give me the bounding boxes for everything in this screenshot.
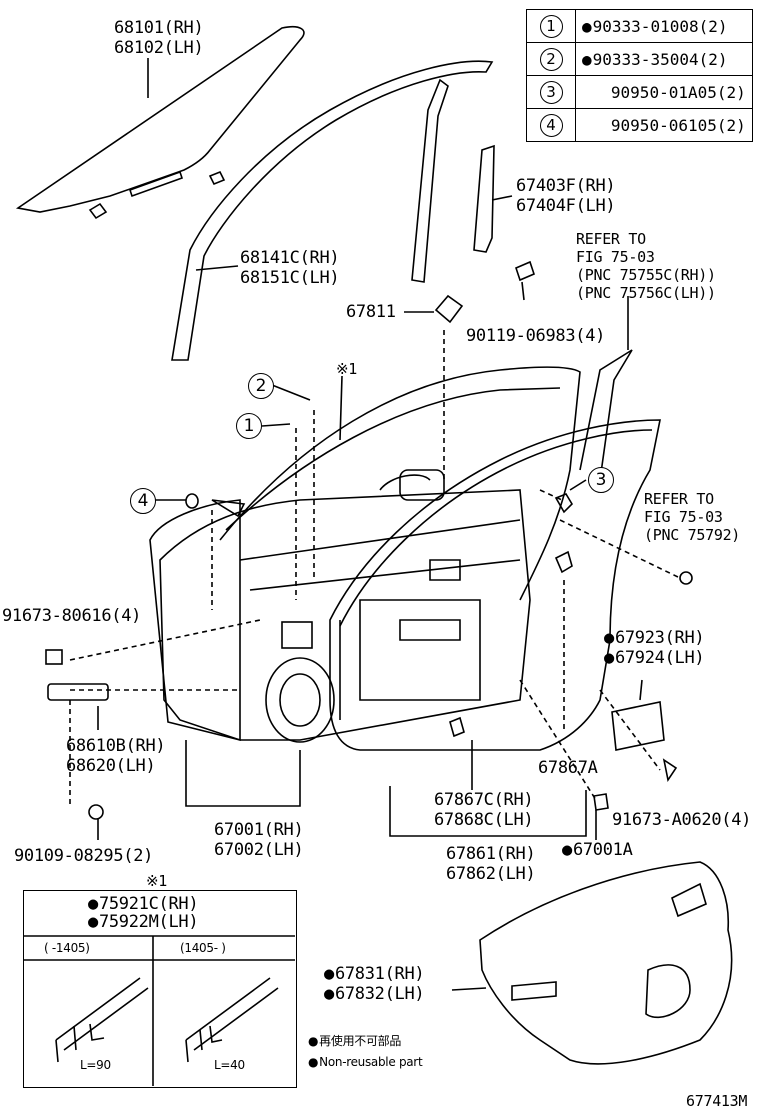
label-glass-rh: 68101(RH) xyxy=(114,18,204,38)
label-run-lh: 68151C(LH) xyxy=(240,268,340,288)
legend-row: 1 90333-01008(2) xyxy=(526,9,753,43)
label-67867a: 67867A xyxy=(538,758,598,778)
leaders xyxy=(69,410,681,806)
legend-table: 1 90333-01008(2) 2 90333-35004(2) 3 9095… xyxy=(526,9,753,142)
note-japanese: 再使用不可部品 xyxy=(308,1034,401,1048)
label-67811: 67811 xyxy=(346,302,396,322)
inset-col1-head: ( -1405) xyxy=(44,941,90,955)
clip xyxy=(434,294,464,324)
label-91673-a0620: 91673-A0620(4) xyxy=(612,810,752,830)
figure-number: 677413M xyxy=(686,1092,748,1110)
label-91673-80616: 91673-80616(4) xyxy=(2,606,142,626)
clip-67867a xyxy=(554,550,573,574)
label-cover-rh: 67403F(RH) xyxy=(516,176,616,196)
label-check-lh: 67924(LH) xyxy=(604,648,705,668)
service-hole-cover xyxy=(479,861,733,1065)
inset-drawing xyxy=(23,935,295,1086)
outer-panel xyxy=(149,499,241,742)
door-glass xyxy=(15,25,305,220)
label-hinge-lh: 68620(LH) xyxy=(66,756,156,776)
legend-row: 3 90950-01A05(2) xyxy=(526,75,753,109)
inset-part-lh: 75922M(LH) xyxy=(88,912,199,932)
pillar-strip xyxy=(579,349,633,481)
label-door-rh: 67001(RH) xyxy=(214,820,304,840)
label-refer2-3: (PNC 75792) xyxy=(644,526,741,544)
label-wsc-lh: 67868C(LH) xyxy=(434,810,534,830)
plug xyxy=(185,493,199,509)
label-90109: 90109-08295(2) xyxy=(14,846,154,866)
glass-run xyxy=(171,60,494,361)
legend-part-number: 90333-35004(2) xyxy=(582,50,728,69)
frame-cover xyxy=(473,144,495,253)
label-ws-lh: 67862(LH) xyxy=(446,864,536,884)
clip-67867c xyxy=(449,716,465,738)
callout-number: 2 xyxy=(539,47,563,71)
label-check-rh: 67923(RH) xyxy=(604,628,705,648)
clip-67001a xyxy=(593,793,609,811)
door-weatherstrip-outer xyxy=(219,366,581,601)
label-refer1-4: (PNC 75756C(LH)) xyxy=(576,284,716,302)
callout-4: 4 xyxy=(130,488,156,514)
inset-col2-dim: L=40 xyxy=(214,1058,245,1072)
label-67001a: 67001A xyxy=(562,840,633,860)
label-refer1-1: REFER TO xyxy=(576,230,646,248)
legend-part-number: 90950-01A05(2) xyxy=(610,82,746,102)
plug-75792 xyxy=(679,571,693,585)
inset-col1-dim: L=90 xyxy=(80,1058,111,1072)
label-glass-lh: 68102(LH) xyxy=(114,38,204,58)
fastener xyxy=(45,649,63,665)
label-90119: 90119-06983(4) xyxy=(466,326,606,346)
label-refer1-3: (PNC 75755C(RH)) xyxy=(576,266,716,284)
hinge xyxy=(47,683,109,701)
bracket-weatherstrip xyxy=(389,786,587,837)
label-wsc-rh: 67867C(RH) xyxy=(434,790,534,810)
bolt xyxy=(515,260,535,301)
callout-number: 3 xyxy=(539,80,563,104)
label-film-lh: 67832(LH) xyxy=(324,984,425,1004)
label-door-lh: 67002(LH) xyxy=(214,840,304,860)
opening-weatherstrip xyxy=(329,419,661,751)
label-refer2-1: REFER TO xyxy=(644,490,714,508)
inset-box xyxy=(23,890,297,1088)
callout-3: 3 xyxy=(588,467,614,493)
inset-col2-head: (1405- ) xyxy=(180,941,226,955)
sash-seal xyxy=(411,78,449,283)
callout-1: 1 xyxy=(236,413,262,439)
label-run-rh: 68141C(RH) xyxy=(240,248,340,268)
bolt-90109 xyxy=(88,804,104,820)
door-shell xyxy=(159,387,561,743)
label-ws-rh: 67861(RH) xyxy=(446,844,536,864)
callout-number: 4 xyxy=(539,113,563,137)
callout-number: 1 xyxy=(539,14,563,38)
door-check xyxy=(611,701,665,751)
bracket-door xyxy=(185,740,301,807)
clip-3 xyxy=(554,493,574,514)
label-note-mark: ※1 xyxy=(336,360,357,378)
inset-mark: ※1 xyxy=(146,872,167,890)
legend-part-number: 90333-01008(2) xyxy=(582,17,728,36)
legend-row: 2 90333-35004(2) xyxy=(526,42,753,76)
note-english: Non-reusable part xyxy=(308,1055,422,1069)
label-film-rh: 67831(RH) xyxy=(324,964,425,984)
label-refer2-2: FIG 75-03 xyxy=(644,508,723,526)
legend-part-number: 90950-06105(2) xyxy=(610,115,746,135)
inset-part-rh: 75921C(RH) xyxy=(88,894,199,914)
label-hinge-rh: 68610B(RH) xyxy=(66,736,166,756)
label-refer1-2: FIG 75-03 xyxy=(576,248,655,266)
legend-row: 4 90950-06105(2) xyxy=(526,108,753,142)
callout-2: 2 xyxy=(248,373,274,399)
label-cover-lh: 67404F(LH) xyxy=(516,196,616,216)
